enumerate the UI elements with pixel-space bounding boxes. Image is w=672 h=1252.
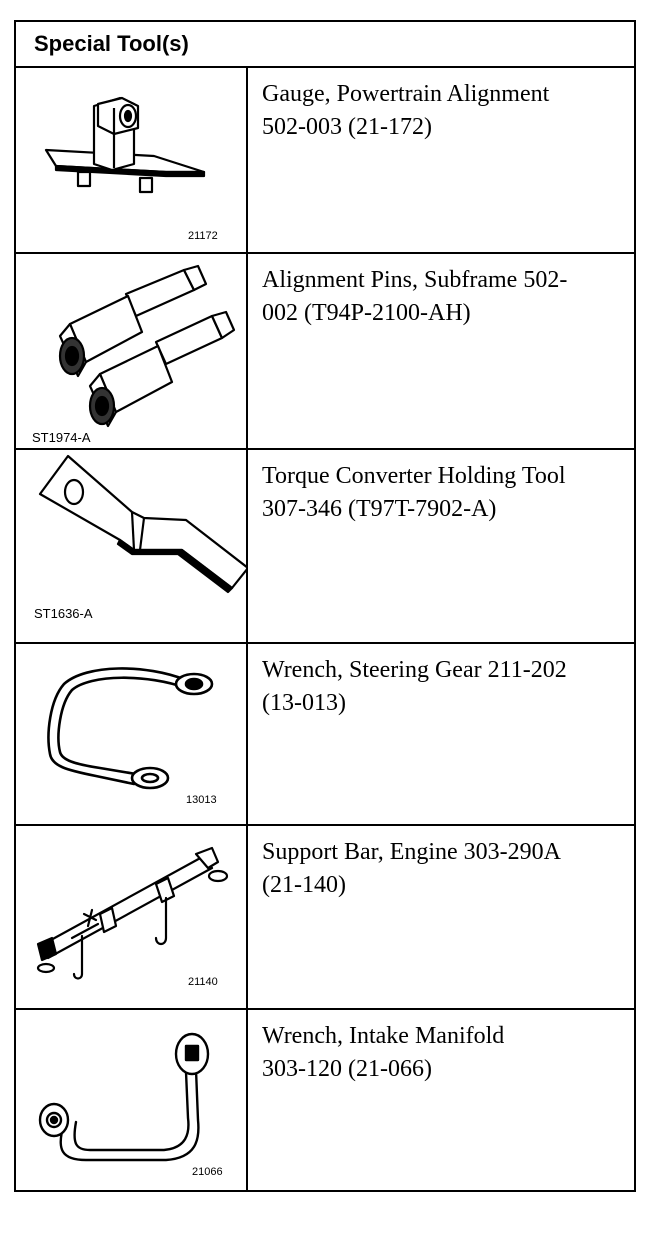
tool-code: 21140 bbox=[188, 976, 218, 988]
tool-row-engine-support-bar: 21140 Support Bar, Engine 303-290A (21-1… bbox=[16, 826, 634, 1010]
tool-code: ST1974-A bbox=[32, 430, 91, 445]
table-header: Special Tool(s) bbox=[16, 22, 634, 68]
tool-name: Gauge, Powertrain Alignment bbox=[262, 81, 550, 107]
engine-support-bar-icon bbox=[36, 846, 229, 980]
tool-row-alignment-pins: ST1974-A Alignment Pins, Subframe 502- 0… bbox=[16, 254, 634, 450]
tool-row-intake-manifold-wrench: 21066 Wrench, Intake Manifold 303-120 (2… bbox=[16, 1010, 634, 1190]
tool-description: Wrench, Steering Gear 211-202 (13-013) bbox=[262, 654, 616, 720]
tool-row-torque-converter: ST1636-A Torque Converter Holding Tool 3… bbox=[16, 450, 634, 644]
tool-number: 303-120 (21-066) bbox=[262, 1056, 432, 1082]
tool-code: 21172 bbox=[188, 230, 218, 242]
tool-description: Support Bar, Engine 303-290A (21-140) bbox=[262, 836, 616, 902]
tool-row-steering-gear-wrench: 13013 Wrench, Steering Gear 211-202 (13-… bbox=[16, 644, 634, 826]
tool-image-cell: 21140 bbox=[16, 826, 248, 1008]
powertrain-alignment-gauge-icon bbox=[44, 96, 206, 194]
tool-code: ST1636-A bbox=[34, 606, 93, 621]
table-title: Special Tool(s) bbox=[34, 31, 189, 56]
tool-number: (21-140) bbox=[262, 872, 346, 898]
torque-converter-holding-tool-icon bbox=[38, 454, 246, 594]
tool-number: 307-346 (T97T-7902-A) bbox=[262, 496, 497, 522]
tool-name: Alignment Pins, Subframe 502- bbox=[262, 267, 568, 293]
tool-description: Torque Converter Holding Tool 307-346 (T… bbox=[262, 460, 616, 526]
tool-number: (13-013) bbox=[262, 690, 346, 716]
intake-manifold-wrench-icon bbox=[38, 1032, 210, 1162]
tool-image-cell: ST1636-A bbox=[16, 450, 248, 642]
tool-description: Wrench, Intake Manifold 303-120 (21-066) bbox=[262, 1020, 616, 1086]
tool-description: Gauge, Powertrain Alignment 502-003 (21-… bbox=[262, 78, 616, 144]
steering-gear-wrench-icon bbox=[47, 667, 214, 790]
tool-number: 002 (T94P-2100-AH) bbox=[262, 300, 471, 326]
tool-code: 13013 bbox=[186, 794, 217, 806]
tool-description: Alignment Pins, Subframe 502- 002 (T94P-… bbox=[262, 264, 616, 330]
tool-name: Support Bar, Engine 303-290A bbox=[262, 839, 562, 865]
tool-code: 21066 bbox=[192, 1166, 223, 1178]
tool-number: 502-003 (21-172) bbox=[262, 114, 432, 140]
tool-image-cell: 21172 bbox=[16, 68, 248, 252]
special-tools-table: Special Tool(s) 21172 Gauge, Pow bbox=[14, 20, 636, 1192]
tool-image-cell: 13013 bbox=[16, 644, 248, 824]
tool-name: Wrench, Intake Manifold bbox=[262, 1023, 505, 1049]
tool-name: Wrench, Steering Gear 211-202 bbox=[262, 657, 567, 683]
tool-image-cell: ST1974-A bbox=[16, 254, 248, 448]
tool-name: Torque Converter Holding Tool bbox=[262, 463, 566, 489]
alignment-pins-icon bbox=[58, 264, 236, 428]
tool-row-gauge: 21172 Gauge, Powertrain Alignment 502-00… bbox=[16, 68, 634, 254]
tool-image-cell: 21066 bbox=[16, 1010, 248, 1190]
